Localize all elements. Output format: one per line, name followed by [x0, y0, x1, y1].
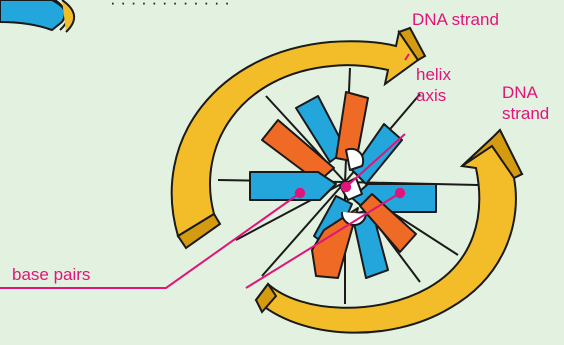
dna-strand-upper — [170, 26, 427, 250]
label-helix-axis-line1: helix — [416, 65, 451, 84]
base-pairs — [249, 91, 437, 279]
label-dna-strand-right-line2: strand — [502, 104, 549, 123]
pointer-lines — [0, 53, 410, 289]
label-base-pairs: base pairs — [12, 265, 90, 284]
label-dna-strand-right-line1: DNA — [502, 83, 539, 102]
label-dna-strand-top: DNA strand — [412, 10, 499, 29]
dna-strand-lower — [254, 128, 524, 334]
label-helix-axis-line2: axis — [416, 86, 446, 105]
top-cut-text: · · · · · · · · · · · · — [110, 0, 230, 12]
cropped-shape — [0, 0, 66, 32]
